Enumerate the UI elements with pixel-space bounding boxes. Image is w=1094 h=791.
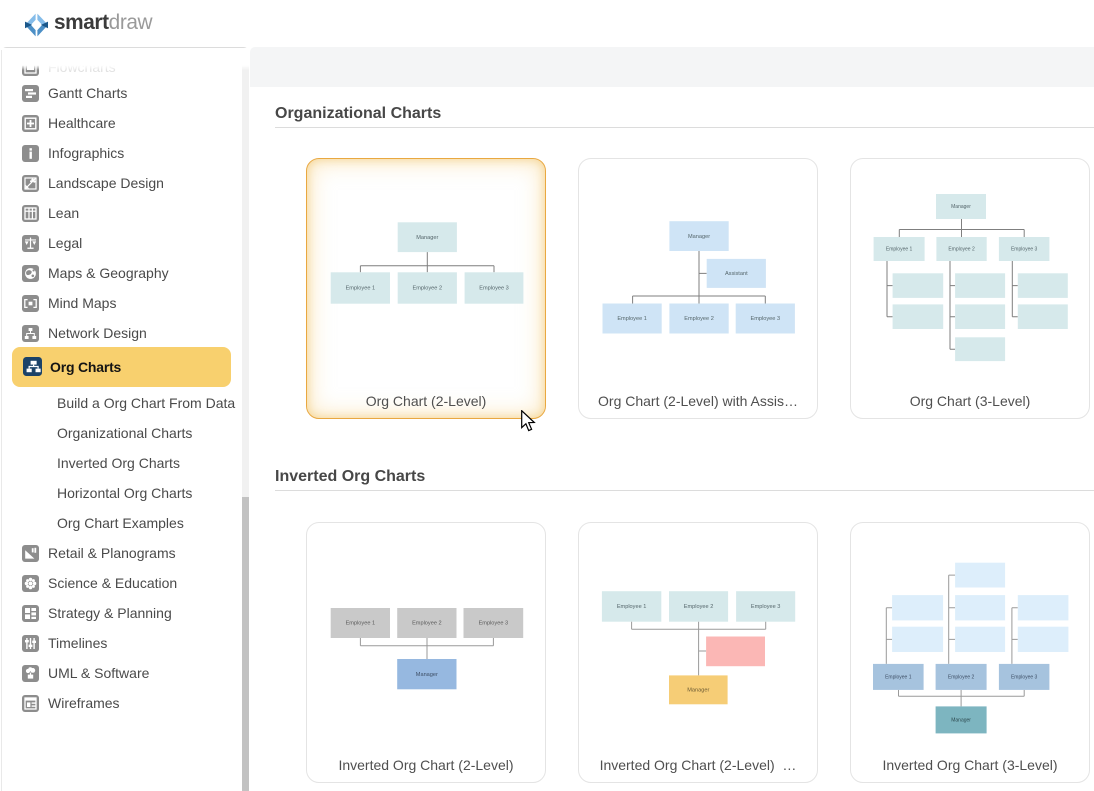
svg-text:Employee 1: Employee 1	[617, 604, 647, 610]
svg-text:Employee 2: Employee 2	[684, 316, 714, 322]
svg-text:Employee 1: Employee 1	[346, 286, 376, 292]
svg-text:Manager: Manager	[416, 672, 438, 678]
svg-text:Employee 1: Employee 1	[885, 675, 912, 681]
svg-text:Manager: Manager	[416, 235, 438, 241]
svg-text:Manager: Manager	[951, 204, 971, 210]
svg-text:Employee 1: Employee 1	[886, 247, 913, 253]
svg-text:Employee 2: Employee 2	[684, 604, 714, 610]
svg-text:Employee 3: Employee 3	[1011, 247, 1038, 253]
svg-text:Employee 2: Employee 2	[413, 286, 443, 292]
svg-text:Employee 1: Employee 1	[617, 316, 647, 322]
svg-text:Employee 3: Employee 3	[751, 604, 781, 610]
svg-text:Employee 2: Employee 2	[948, 247, 975, 253]
svg-text:Employee 3: Employee 3	[479, 286, 509, 292]
svg-text:Employee 3: Employee 3	[479, 621, 509, 627]
svg-text:Employee 2: Employee 2	[412, 621, 442, 627]
svg-text:Employee 3: Employee 3	[751, 316, 781, 322]
svg-text:Manager: Manager	[688, 234, 710, 240]
svg-text:Assistant: Assistant	[725, 271, 748, 277]
svg-text:Manager: Manager	[951, 718, 971, 724]
svg-text:Employee 3: Employee 3	[1011, 675, 1038, 681]
svg-text:Employee 2: Employee 2	[948, 675, 975, 681]
svg-text:Manager: Manager	[687, 688, 709, 694]
svg-text:Employee 1: Employee 1	[346, 621, 376, 627]
